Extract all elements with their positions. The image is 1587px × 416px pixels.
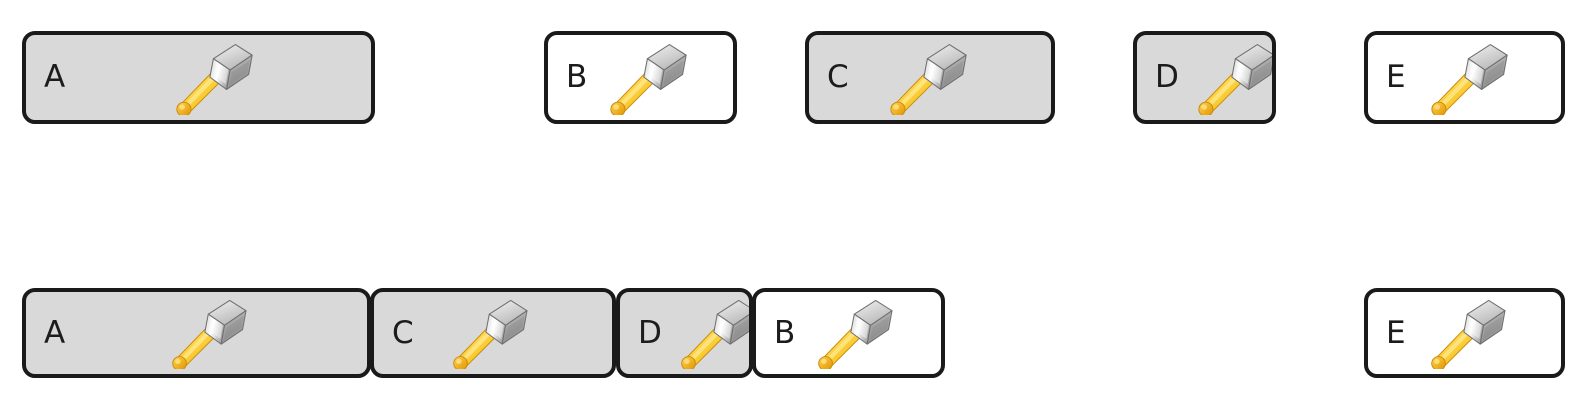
card-label: B xyxy=(566,59,588,95)
card-c[interactable]: C xyxy=(805,31,1055,124)
hammer-icon xyxy=(1430,299,1506,369)
hammer-icon xyxy=(176,43,253,115)
hammer-icon xyxy=(1198,43,1272,115)
card-c[interactable]: C xyxy=(370,288,616,378)
card-b[interactable]: B xyxy=(752,288,945,378)
card-d[interactable]: D xyxy=(616,288,753,378)
hammer-icon xyxy=(818,299,893,369)
card-label: A xyxy=(44,314,66,351)
card-label: C xyxy=(392,314,414,351)
card-a[interactable]: A xyxy=(22,31,375,124)
hammer-icon xyxy=(172,299,247,369)
top-row: A B C D E xyxy=(0,31,1587,124)
hammer-icon xyxy=(610,43,687,115)
card-label: E xyxy=(1386,59,1406,95)
card-b[interactable]: B xyxy=(544,31,737,124)
card-label: E xyxy=(1386,314,1406,351)
hammer-icon xyxy=(1430,43,1508,115)
card-label: D xyxy=(1155,59,1179,95)
card-e[interactable]: E xyxy=(1364,288,1565,378)
card-label: C xyxy=(827,59,849,95)
card-label: D xyxy=(638,314,662,351)
card-e[interactable]: E xyxy=(1364,31,1565,124)
hammer-icon xyxy=(681,299,749,369)
card-a[interactable]: A xyxy=(22,288,371,378)
card-label: A xyxy=(44,59,66,95)
hammer-icon xyxy=(452,299,528,369)
hammer-icon xyxy=(890,43,967,115)
card-label: B xyxy=(774,314,796,351)
card-d[interactable]: D xyxy=(1133,31,1276,124)
